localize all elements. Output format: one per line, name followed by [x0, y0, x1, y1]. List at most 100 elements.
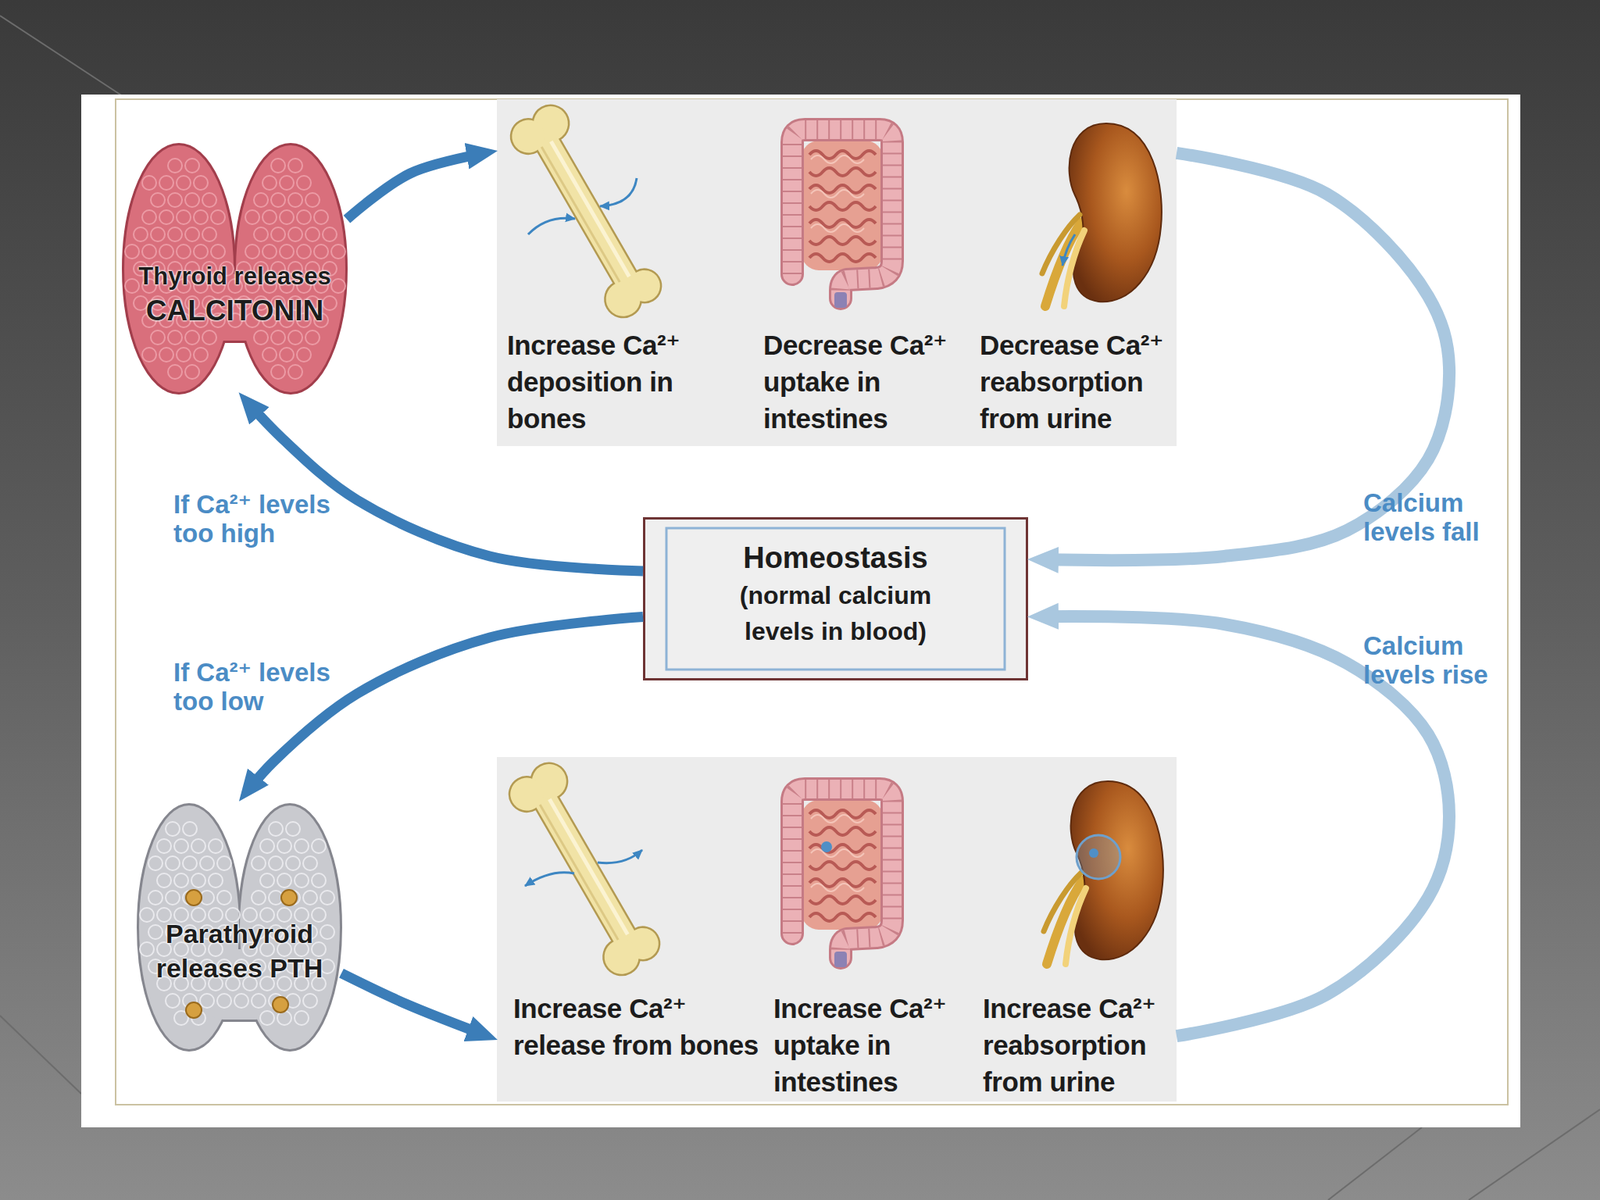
gland-lobule [271, 192, 286, 208]
gland-lobule [320, 890, 335, 905]
gland-lobule [277, 873, 292, 888]
gland-lobule [167, 192, 183, 208]
gland-lobule [202, 192, 217, 208]
gland-lobule [193, 210, 208, 225]
gland-lobule [331, 278, 346, 293]
gland-lobule [277, 839, 292, 854]
gland-lobule [159, 347, 174, 362]
gland-lobule [167, 158, 183, 173]
gland-lobule [185, 330, 200, 345]
gland-lobule [288, 192, 303, 208]
gland-lobule [208, 839, 223, 854]
flow-arrow [346, 150, 497, 219]
gland-lobule [296, 347, 311, 362]
gland-lobule [251, 856, 266, 871]
gland-lobule [314, 244, 329, 259]
gland-lobule [193, 175, 208, 190]
gland-lobule [271, 330, 286, 345]
gland-lobule [294, 873, 309, 888]
gland-lobules [139, 821, 335, 1025]
gland-lobule [217, 890, 232, 905]
effects-panel: Increase Ca²⁺ deposition in bones Decreas… [496, 99, 1177, 447]
gland-lobule [176, 175, 191, 190]
gland-lobule [165, 890, 180, 905]
gland-lobule [262, 244, 277, 259]
gland-lobule [294, 1010, 309, 1025]
gland-lobule [245, 244, 260, 259]
gland-lobule [253, 192, 268, 208]
gland-lobule [260, 839, 275, 854]
edge-label: Calcium levels fall [1363, 488, 1528, 547]
gland-lobule [165, 993, 180, 1008]
gland-lobule [296, 210, 311, 225]
gland-lobule [200, 993, 215, 1008]
gland-lobule [185, 192, 200, 208]
gland-lobule [193, 347, 208, 362]
effect-text: Decrease Ca²⁺ uptake in intestines [763, 326, 979, 437]
gland-lobule [210, 244, 225, 259]
gland-lobule [148, 890, 163, 905]
gland-lobule [288, 158, 303, 173]
gland-lobule [157, 839, 172, 854]
box-heading: Homeostasis [645, 539, 1026, 576]
gland-lobule [133, 227, 148, 242]
gland-lobule [167, 364, 183, 379]
gland-lobule [271, 158, 286, 173]
gland-lobule [182, 821, 197, 836]
gland-lobule [279, 244, 294, 259]
gland-lobule [279, 175, 294, 190]
gland-lobule [176, 210, 191, 225]
gland-lobule [202, 227, 217, 242]
parathyroid-nodule [272, 996, 289, 1013]
gland-lobule [253, 227, 268, 242]
gland-lobule [296, 175, 311, 190]
homeostasis-box: Homeostasis(normal calcium levels in blo… [642, 517, 1029, 681]
gland-lobule [176, 347, 191, 362]
edge-label: If Ca²⁺ levels too high [173, 489, 361, 548]
thyroid-gland: Thyroid releasesCALCITONIN [122, 137, 347, 393]
gland-lobule [234, 993, 249, 1008]
gland-lobule [294, 839, 309, 854]
edge-label: Calcium levels rise [1363, 631, 1528, 690]
gland-lobule [251, 890, 266, 905]
gland-lobule [210, 210, 225, 225]
gland-lobule [303, 890, 318, 905]
gland-lobule [191, 873, 206, 888]
gland-lobule [288, 227, 303, 242]
gland-lobule [260, 873, 275, 888]
gland-lobule [159, 210, 174, 225]
gland-lobule [268, 821, 283, 836]
gland-lobule [150, 192, 165, 208]
gland-lobule [217, 993, 232, 1008]
slide-decor-line [0, 15, 1600, 1200]
gland-lobule [185, 364, 200, 379]
gland-lobule [142, 347, 157, 362]
gland-caption: Parathyroid releases PTH [149, 916, 330, 986]
gland-lobule [193, 244, 208, 259]
effect-text: Increase Ca²⁺ release from bones [513, 989, 775, 1064]
gland-caption: Thyroid releases [122, 260, 347, 293]
gland-lobule [185, 158, 200, 173]
gland-lobule [262, 175, 277, 190]
gland-lobule [125, 278, 140, 293]
effect-text: Decrease Ca²⁺ reabsorption from urine [979, 326, 1175, 437]
effect-text: Increase Ca²⁺ deposition in bones [507, 326, 722, 437]
gland-lobule [139, 907, 154, 922]
gland-lobule [148, 925, 163, 940]
gland-lobule [157, 873, 172, 888]
flow-arrow [341, 973, 497, 1040]
hormone-name: CALCITONIN [122, 293, 347, 329]
gland-lobule [305, 330, 320, 345]
gland-lobule [174, 839, 189, 854]
parathyroid-nodule [185, 1002, 202, 1018]
gland-lobule [182, 856, 197, 871]
gland-lobule [262, 347, 277, 362]
gland-lobule [311, 873, 326, 888]
gland-lobule [185, 227, 200, 242]
gland-body [139, 805, 340, 1050]
gland-lobule [125, 244, 140, 259]
gland-lobule [311, 839, 326, 854]
gland-lobule [305, 192, 320, 208]
gland-lobule [191, 839, 206, 854]
gland-body [139, 805, 340, 1050]
